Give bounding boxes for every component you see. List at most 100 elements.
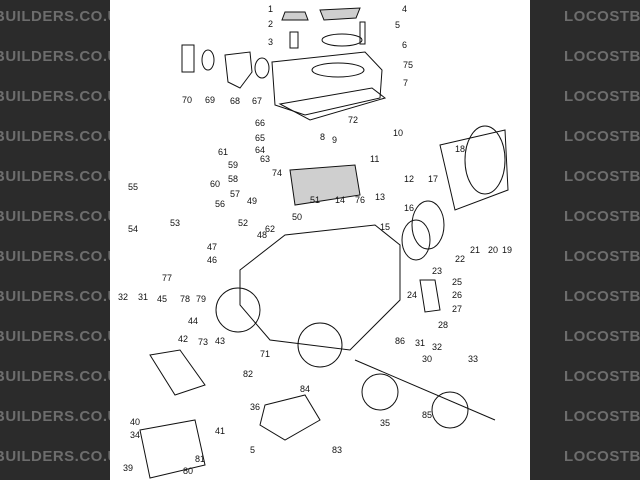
- watermark-text: BUILDERS.CO.UK: [0, 448, 110, 465]
- watermark-text: LOCOSTBUILD: [564, 408, 640, 425]
- callout-c76: 76: [355, 195, 365, 205]
- callout-c47: 47: [207, 242, 217, 252]
- watermark-tile: BUILDERS.CO.UK: [0, 282, 110, 322]
- callout-c42: 42: [178, 334, 188, 344]
- callout-c7: 7: [403, 78, 408, 88]
- callout-c13: 13: [375, 192, 385, 202]
- watermark-tile: BUILDERS.CO.UK: [0, 2, 110, 42]
- watermark-text: LOCOSTBUILD: [564, 48, 640, 65]
- callout-c51: 51: [310, 195, 320, 205]
- watermark-tile: LOCOSTBUILD: [530, 322, 640, 362]
- callout-c26: 26: [452, 290, 462, 300]
- watermark-text: BUILDERS.CO.UK: [0, 48, 110, 65]
- callout-c24: 24: [407, 290, 417, 300]
- watermark-text: LOCOSTBUILD: [564, 168, 640, 185]
- callout-c58: 58: [228, 174, 238, 184]
- callout-c6: 6: [402, 40, 407, 50]
- callout-c46: 46: [207, 255, 217, 265]
- callout-c21: 21: [470, 245, 480, 255]
- callout-c48: 48: [257, 230, 267, 240]
- linkage-bracket: [149, 349, 206, 396]
- callout-c77: 77: [162, 273, 172, 283]
- callout-c2: 2: [268, 19, 273, 29]
- callout-c67: 67: [252, 96, 262, 106]
- callout-c69: 69: [205, 95, 215, 105]
- callout-c39: 39: [123, 463, 133, 473]
- watermark-tile: BUILDERS.CO.UK: [0, 322, 110, 362]
- watermark-tile: LOCOSTBUILD: [530, 162, 640, 202]
- watermark-tile: BUILDERS.CO.UK: [0, 242, 110, 282]
- callout-c31: 31: [138, 292, 148, 302]
- watermark-text: BUILDERS.CO.UK: [0, 208, 110, 225]
- carb-body: [239, 224, 401, 351]
- cap-nut: [281, 11, 309, 21]
- callout-c31b: 31: [415, 338, 425, 348]
- watermark-text: BUILDERS.CO.UK: [0, 168, 110, 185]
- watermark-tile: LOCOSTBUILD: [530, 362, 640, 402]
- callout-c59: 59: [228, 160, 238, 170]
- callout-c64: 64: [255, 145, 265, 155]
- callout-c85: 85: [422, 410, 432, 420]
- callout-c65: 65: [255, 133, 265, 143]
- callout-c53: 53: [170, 218, 180, 228]
- watermark-text: BUILDERS.CO.UK: [0, 128, 110, 145]
- callout-c78: 78: [180, 294, 190, 304]
- callout-c3: 3: [268, 37, 273, 47]
- callout-c17: 17: [428, 174, 438, 184]
- watermark-left-column: BUILDERS.CO.UK BUILDERS.CO.UK BUILDERS.CO.…: [0, 0, 110, 480]
- watermark-text: BUILDERS.CO.UK: [0, 328, 110, 345]
- filter-gasket: [321, 33, 363, 47]
- callout-c27: 27: [452, 304, 462, 314]
- callout-c52: 52: [238, 218, 248, 228]
- watermark-tile: LOCOSTBUILD: [530, 82, 640, 122]
- cover-gasket: [278, 87, 387, 121]
- callout-c23: 23: [432, 266, 442, 276]
- callout-c19: 19: [502, 245, 512, 255]
- callout-c60: 60: [210, 179, 220, 189]
- base-plate: [259, 394, 321, 441]
- watermark-text: BUILDERS.CO.UK: [0, 288, 110, 305]
- watermark-tile: BUILDERS.CO.UK: [0, 82, 110, 122]
- callout-c62: 62: [265, 224, 275, 234]
- watermark-tile: BUILDERS.CO.UK: [0, 162, 110, 202]
- callout-c84: 84: [300, 384, 310, 394]
- watermark-tile: LOCOSTBUILD: [530, 242, 640, 282]
- watermark-text: LOCOSTBUILD: [564, 248, 640, 265]
- small-spring: [289, 31, 299, 49]
- watermark-text: LOCOSTBUILD: [564, 208, 640, 225]
- banjo-fitting: [224, 51, 253, 89]
- callout-c9: 9: [332, 135, 337, 145]
- top-cover: [271, 51, 383, 116]
- callout-c82: 82: [243, 369, 253, 379]
- callout-c70: 70: [182, 95, 192, 105]
- callout-c54: 54: [128, 224, 138, 234]
- throttle-disc-left: [361, 373, 399, 411]
- banjo-bolt: [181, 44, 195, 73]
- callout-c25: 25: [452, 277, 462, 287]
- callout-c66: 66: [255, 118, 265, 128]
- watermark-text: BUILDERS.CO.UK: [0, 408, 110, 425]
- callout-c68: 68: [230, 96, 240, 106]
- callout-c63: 63: [260, 154, 270, 164]
- callout-c44: 44: [188, 316, 198, 326]
- trumpet-mouth: [464, 125, 506, 195]
- watermark-text: LOCOSTBUILD: [564, 88, 640, 105]
- callout-c56: 56: [215, 199, 225, 209]
- callout-c20: 20: [488, 245, 498, 255]
- watermark-text: BUILDERS.CO.UK: [0, 368, 110, 385]
- watermark-text: LOCOSTBUILD: [564, 288, 640, 305]
- callout-c80: 80: [183, 466, 193, 476]
- callout-c4: 4: [402, 4, 407, 14]
- callout-c33: 33: [468, 354, 478, 364]
- float-chamber: [289, 164, 361, 206]
- callout-c30: 30: [422, 354, 432, 364]
- callout-c45: 45: [157, 294, 167, 304]
- callout-c57: 57: [230, 189, 240, 199]
- callout-c81: 81: [195, 454, 205, 464]
- watermark-tile: LOCOSTBUILD: [530, 442, 640, 480]
- watermark-text: LOCOSTBUILD: [564, 8, 640, 25]
- callout-c28: 28: [438, 320, 448, 330]
- throttle-disc-right: [431, 391, 469, 429]
